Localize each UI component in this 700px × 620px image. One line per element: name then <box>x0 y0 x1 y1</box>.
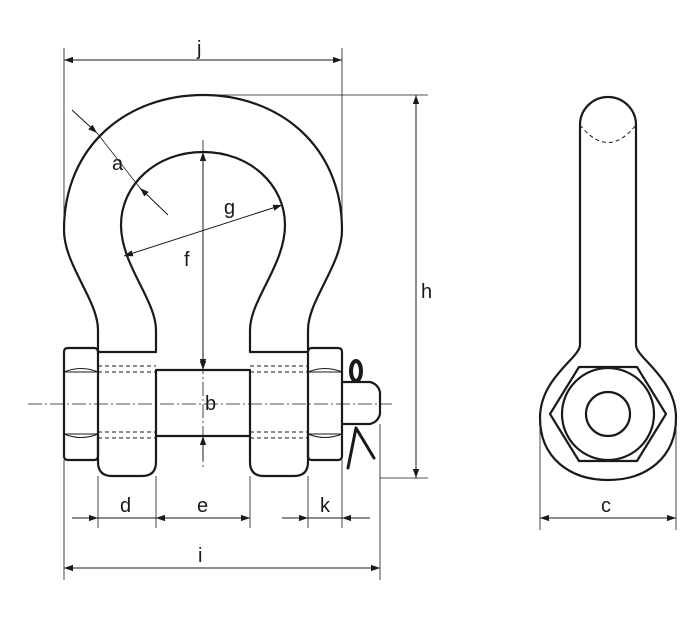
label-d: d <box>120 495 131 517</box>
label-a: a <box>112 153 124 175</box>
cotter-pin-legs <box>346 426 376 470</box>
label-j: j <box>196 38 201 60</box>
label-g: g <box>224 197 235 219</box>
label-c: c <box>601 495 611 517</box>
label-i: i <box>198 545 202 567</box>
label-f: f <box>184 249 190 271</box>
bolt-tip <box>340 380 382 426</box>
side-hex-nut <box>548 365 668 463</box>
side-view <box>538 95 678 482</box>
shackle-leg-right <box>248 434 310 478</box>
bolt-head <box>62 346 100 462</box>
nut <box>306 346 344 462</box>
shackle-leg-left <box>96 434 158 478</box>
dimension-labels: j a g f h b d e k i c <box>112 38 611 567</box>
cotter-pin-ring <box>349 359 363 383</box>
label-h: h <box>421 281 432 303</box>
side-bolt-inner <box>584 390 632 438</box>
label-b: b <box>205 393 216 415</box>
dimensions <box>63 48 677 580</box>
label-e: e <box>197 495 208 517</box>
front-view <box>28 93 392 478</box>
shackle-bow <box>62 93 344 354</box>
label-k: k <box>320 495 331 517</box>
side-bow <box>538 95 678 482</box>
side-bolt-outer <box>560 366 656 462</box>
